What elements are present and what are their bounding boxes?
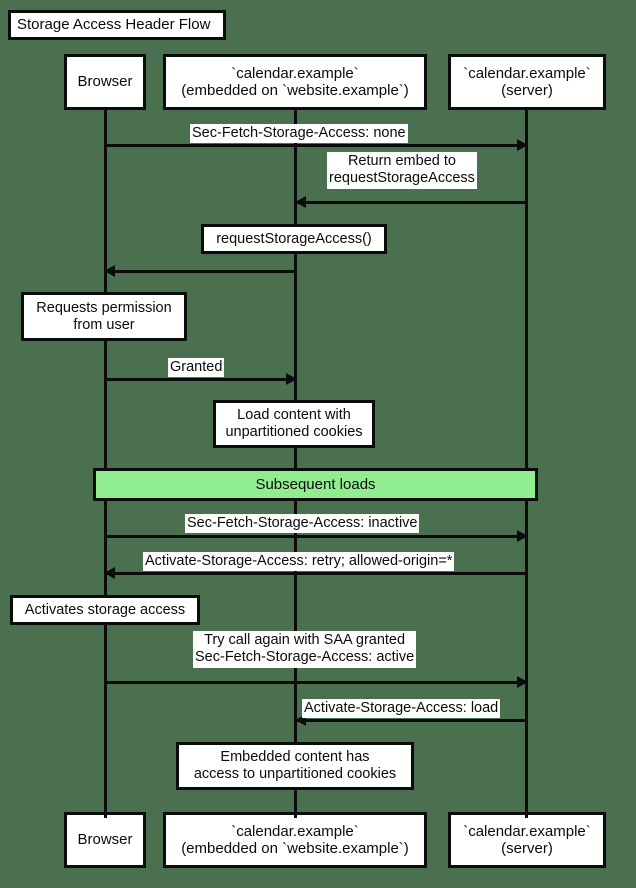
- arrowhead-left-icon: [295, 714, 306, 726]
- participant-embed-bottom[interactable]: `calendar.example` (embedded on `website…: [163, 812, 427, 868]
- message-text-4: Granted: [170, 359, 223, 375]
- note-text-3: Activates storage access: [24, 601, 186, 618]
- note-text-1b: from user: [73, 316, 135, 333]
- message-label-try-again-saa: Try call again with SAA granted Sec-Fetc…: [193, 631, 417, 668]
- participant-embed-label-1: `calendar.example`: [231, 64, 359, 82]
- message-text-6: Activate-Storage-Access: retry; allowed-…: [145, 553, 453, 569]
- participant-browser-bottom[interactable]: Browser: [64, 812, 146, 868]
- message-text-5: Sec-Fetch-Storage-Access: inactive: [187, 515, 418, 531]
- participant-embed-label-2-bottom: (embedded on `website.example`): [181, 840, 409, 857]
- group-subsequent-loads: Subsequent loads: [93, 468, 538, 501]
- arrowhead-left-icon: [295, 196, 306, 208]
- message-text-2b: requestStorageAccess: [329, 170, 475, 187]
- participant-browser-top[interactable]: Browser: [64, 54, 146, 110]
- participant-server-label-1: `calendar.example`: [463, 64, 591, 82]
- lifeline-browser: [104, 110, 107, 818]
- message-label-granted: Granted: [168, 358, 225, 378]
- note-load-content: Load content with unpartitioned cookies: [213, 400, 375, 448]
- message-arrow-granted: [104, 373, 297, 385]
- note-text-2b: unpartitioned cookies: [225, 424, 363, 440]
- message-arrow-sec-fetch-inactive: [104, 530, 528, 542]
- arrowhead-left-icon: [104, 567, 115, 579]
- arrowhead-right-icon: [517, 676, 528, 688]
- participant-server-label-1-bottom: `calendar.example`: [463, 822, 591, 840]
- message-label-activate-load: Activate-Storage-Access: load: [302, 699, 501, 719]
- participant-embed-top[interactable]: `calendar.example` (embedded on `website…: [163, 54, 427, 110]
- message-arrow-return-embed: [295, 196, 526, 208]
- message-label-return-embed: Return embed to requestStorageAccess: [327, 152, 477, 189]
- message-arrow-request-storage-access: [104, 265, 295, 277]
- lifeline-server: [525, 110, 528, 818]
- lifeline-embed: [294, 110, 297, 818]
- arrowhead-left-icon: [104, 265, 115, 277]
- note-text-4b: access to unpartitioned cookies: [193, 766, 397, 782]
- message-arrow-activate-load: [295, 714, 526, 726]
- note-activates-storage-access: Activates storage access: [10, 595, 200, 625]
- diagram-title: Storage Access Header Flow: [17, 16, 211, 34]
- message-label-sec-fetch-inactive: Sec-Fetch-Storage-Access: inactive: [185, 514, 420, 534]
- participant-embed-label-1-bottom: `calendar.example`: [231, 822, 359, 840]
- participant-browser-label-1-bottom: Browser: [77, 831, 133, 849]
- note-requests-permission: Requests permission from user: [21, 292, 187, 341]
- message-text-7b: Sec-Fetch-Storage-Access: active: [195, 649, 415, 666]
- participant-server-label-2-bottom: (server): [501, 840, 553, 857]
- message-label-request-storage-access: requestStorageAccess(): [201, 224, 387, 254]
- message-text-1: Sec-Fetch-Storage-Access: none: [192, 125, 406, 141]
- note-embedded-content-access: Embedded content has access to unpartiti…: [176, 742, 414, 790]
- arrowhead-right-icon: [286, 373, 297, 385]
- note-text-1a: Requests permission: [36, 299, 172, 316]
- message-text-3: requestStorageAccess(): [216, 230, 372, 247]
- message-arrow-activate-retry: [104, 567, 526, 579]
- arrowhead-right-icon: [517, 530, 528, 542]
- group-label: Subsequent loads: [255, 476, 376, 493]
- message-label-sec-fetch-none: Sec-Fetch-Storage-Access: none: [190, 124, 408, 144]
- message-text-2a: Return embed to: [347, 153, 456, 169]
- message-arrow-try-again-saa: [104, 676, 528, 688]
- message-text-7a: Try call again with SAA granted: [204, 632, 406, 648]
- message-label-activate-retry: Activate-Storage-Access: retry; allowed-…: [143, 552, 455, 572]
- note-text-2a: Load content with: [237, 407, 351, 424]
- participant-embed-label-2: (embedded on `website.example`): [181, 82, 409, 99]
- participant-server-top[interactable]: `calendar.example` (server): [448, 54, 606, 110]
- participant-server-label-2: (server): [501, 82, 553, 99]
- participant-server-bottom[interactable]: `calendar.example` (server): [448, 812, 606, 868]
- diagram-title-box: Storage Access Header Flow: [8, 10, 226, 40]
- arrowhead-right-icon: [517, 139, 528, 151]
- participant-browser-label-1: Browser: [77, 73, 133, 91]
- message-arrow-sec-fetch-none: [104, 139, 528, 151]
- note-text-4a: Embedded content has: [220, 749, 370, 766]
- message-text-8: Activate-Storage-Access: load: [304, 700, 499, 716]
